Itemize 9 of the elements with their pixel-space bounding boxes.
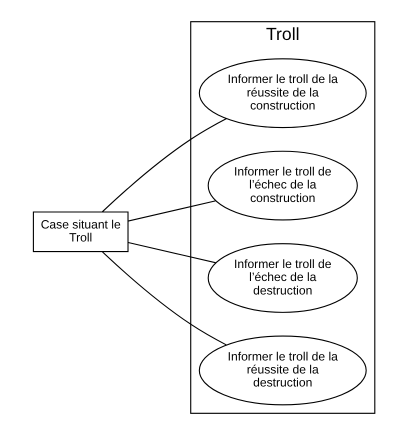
connector (128, 200, 216, 222)
connector (128, 242, 216, 264)
node-ellipse: Informer le troll de la réussite de la construction (198, 58, 367, 128)
node-box: Case situant le Troll (32, 211, 129, 252)
node-ellipse: Informer le troll de l’échec de la destruction (208, 243, 358, 313)
node-ellipse: Informer le troll de l’échec de la construction (208, 150, 358, 220)
connector (102, 118, 227, 212)
connector (102, 251, 227, 346)
node-ellipse: Informer le troll de la réussite de la destruction (198, 336, 367, 406)
